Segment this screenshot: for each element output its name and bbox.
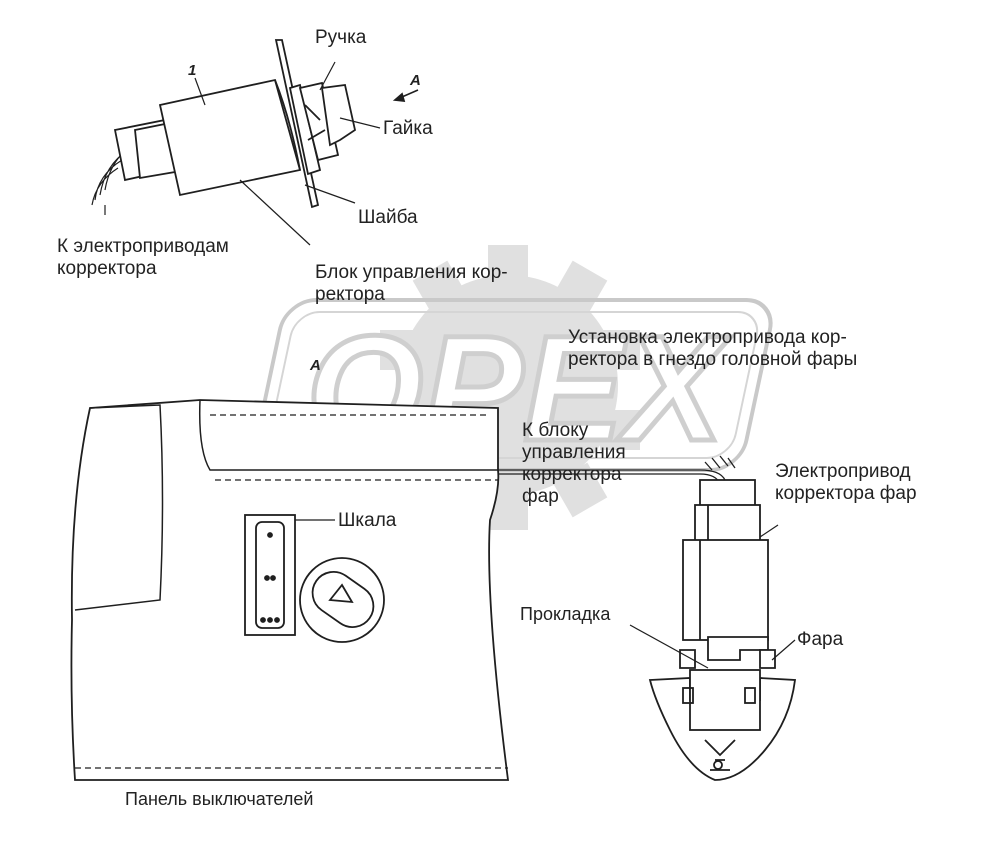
to-actuators-label: К электроприводам корректора	[57, 236, 229, 279]
switch-panel-drawing	[70, 399, 510, 781]
control-unit-label: Блок управления кор- ректора	[315, 262, 508, 305]
washer-label: Шайба	[358, 207, 418, 228]
installation-label: Установка электропривода кор- ректора в …	[568, 327, 858, 370]
handle-label: Ручка	[315, 27, 367, 48]
to-control-unit-label: К блоку управления корректора фар	[522, 420, 626, 507]
part-number-label: 1	[188, 62, 197, 79]
headlamp-label: Фара	[797, 629, 844, 650]
control-unit-drawing	[91, 39, 419, 246]
switch-panel-label: Панель выключателей	[125, 789, 314, 809]
nut-label: Гайка	[383, 118, 433, 139]
actuator-drawing	[629, 479, 797, 781]
actuator-label: Электропривод корректора фар	[775, 461, 917, 504]
gasket-label: Прокладка	[520, 604, 611, 624]
scale-label: Шкала	[338, 510, 397, 531]
corrector-knob	[299, 557, 385, 643]
view-a-label-top: А	[410, 72, 421, 89]
view-a-label-panel: А	[310, 357, 321, 374]
